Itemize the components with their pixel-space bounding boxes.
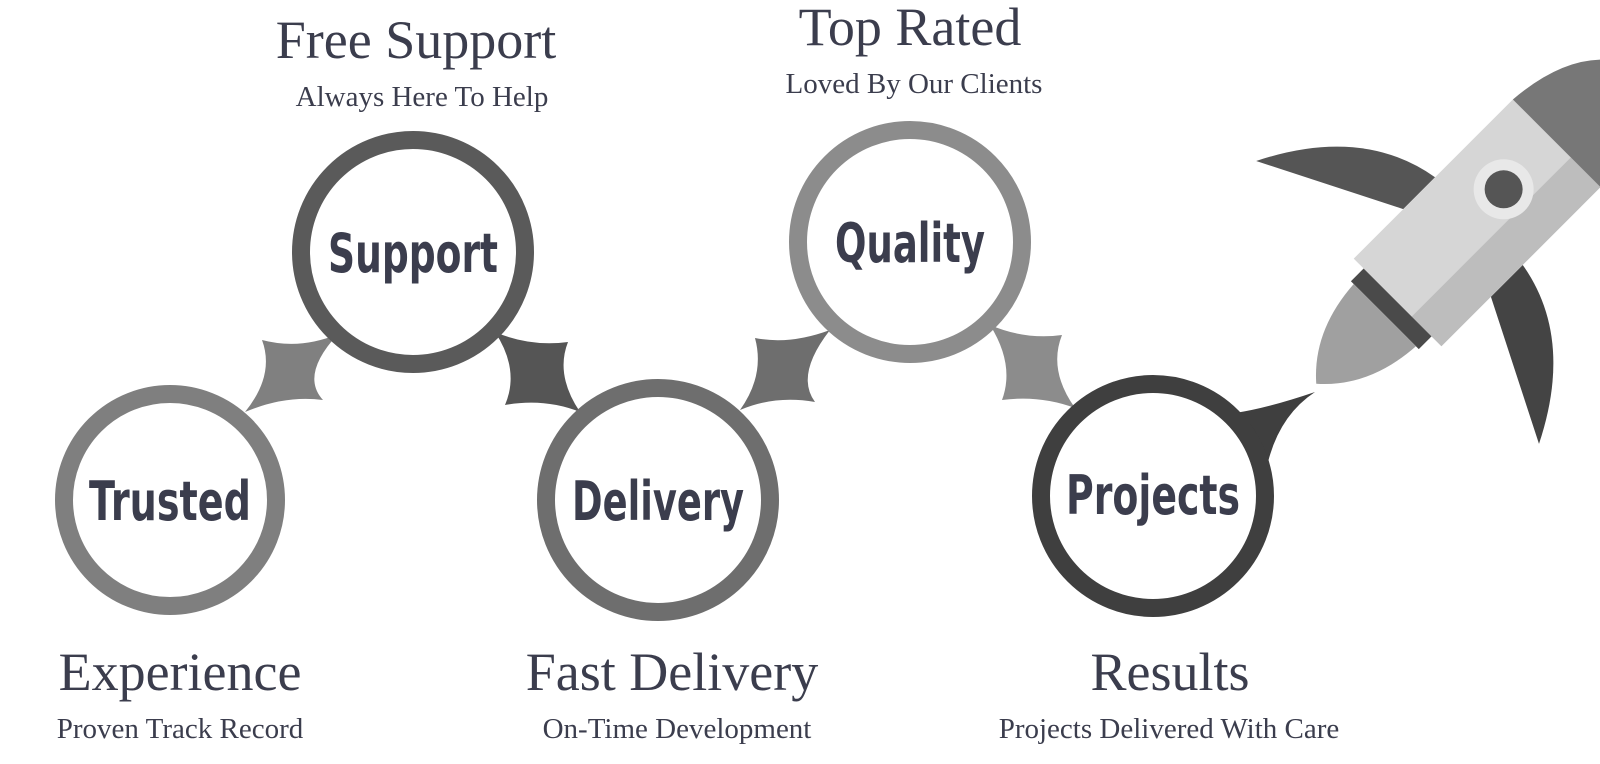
rocket-icon — [1256, 59, 1600, 444]
connector-delivery-quality — [740, 330, 830, 410]
rocket-flame — [1315, 284, 1416, 385]
step-circle-trusted: Trusted — [55, 385, 285, 615]
connectors — [245, 325, 1315, 462]
circle-label-trusted: Trusted — [89, 470, 251, 533]
subtitle-experience: Proven Track Record — [57, 713, 304, 745]
connector-support-delivery — [495, 332, 580, 412]
title-results: Results — [1090, 642, 1249, 702]
rocket-fin-left — [1256, 146, 1436, 210]
rocket-nozzle — [1350, 268, 1432, 350]
circle-label-support: Support — [328, 222, 498, 285]
subtitle-results: Projects Delivered With Care — [999, 713, 1340, 745]
circle-label-delivery: Delivery — [572, 470, 744, 533]
subtitle-top-rated: Loved By Our Clients — [786, 68, 1043, 100]
connector-quality-projects — [990, 325, 1075, 408]
rocket-nose — [1512, 59, 1600, 188]
circle-label-quality: Quality — [835, 212, 985, 275]
title-fast-delivery: Fast Delivery — [526, 642, 818, 702]
captions: Experience Proven Track Record Free Supp… — [57, 0, 1340, 745]
step-circle-projects: Projects — [1032, 375, 1274, 617]
circle-label-projects: Projects — [1066, 464, 1240, 527]
title-top-rated: Top Rated — [799, 0, 1022, 57]
rocket-body-shade — [1411, 157, 1600, 347]
title-experience: Experience — [59, 642, 302, 702]
step-circle-quality: Quality — [789, 121, 1031, 363]
subtitle-free-support: Always Here To Help — [296, 81, 549, 113]
step-circle-delivery: Delivery — [537, 379, 779, 621]
subtitle-fast-delivery: On-Time Development — [543, 713, 812, 745]
connector-trusted-support — [245, 334, 338, 412]
rocket-window-glass — [1484, 170, 1523, 209]
rocket-body — [1353, 99, 1600, 347]
circles: Trusted Support Delivery Quality Project… — [55, 121, 1274, 621]
rocket-fin-right — [1490, 264, 1554, 444]
title-free-support: Free Support — [276, 10, 556, 70]
step-circle-support: Support — [292, 131, 534, 373]
connector-projects-rocket — [1235, 392, 1315, 462]
